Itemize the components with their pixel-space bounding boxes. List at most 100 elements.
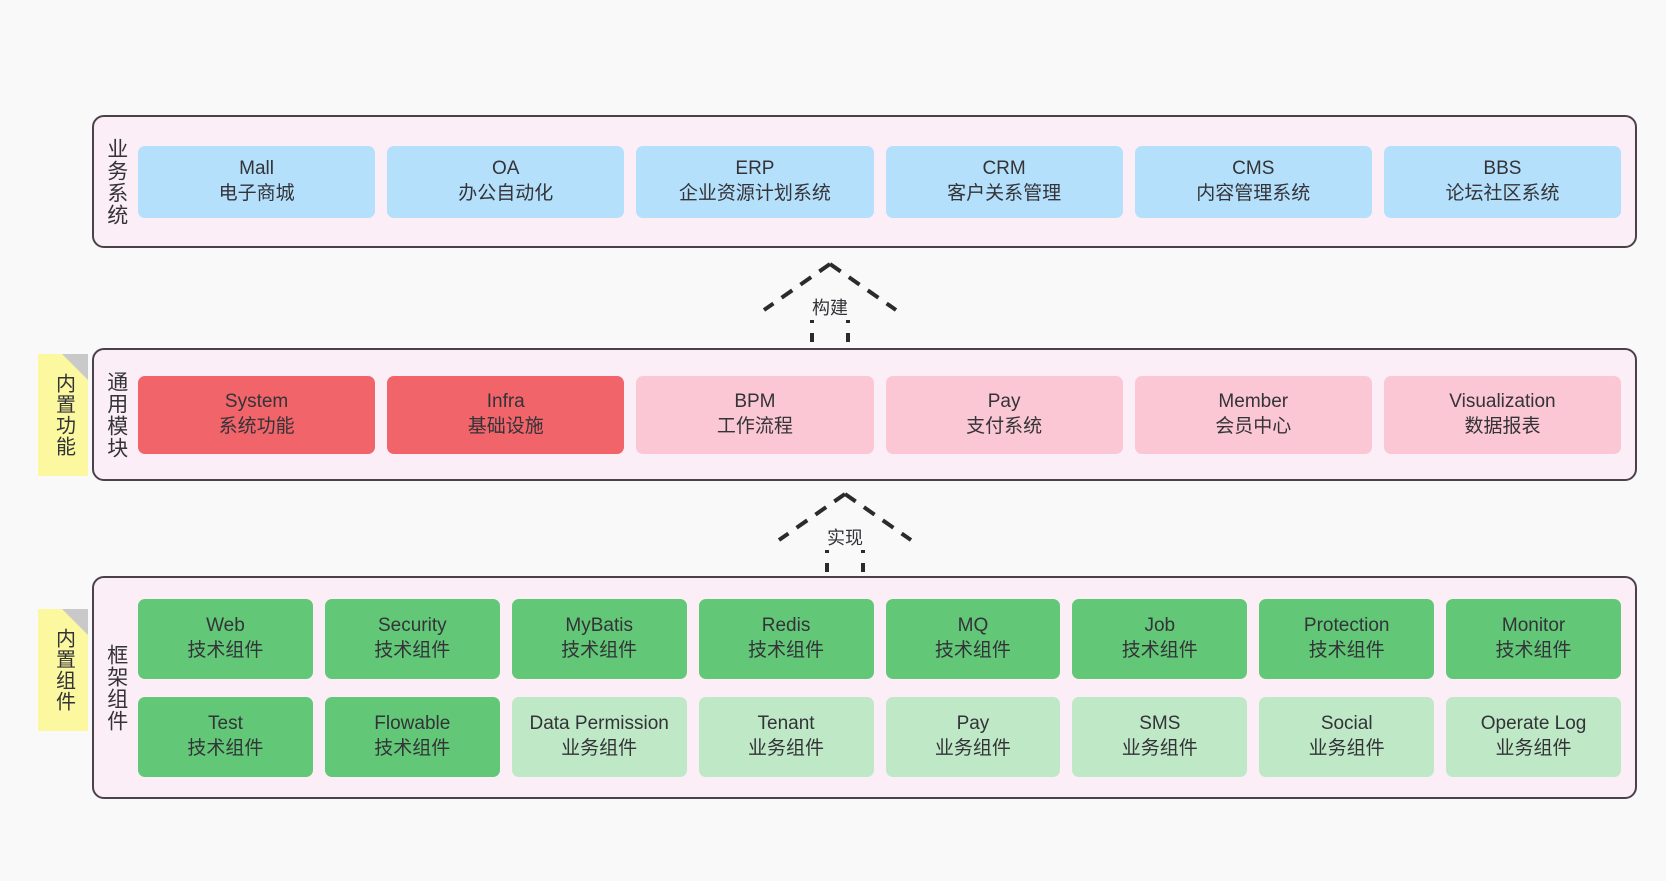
node-name: SMS [1139, 713, 1181, 735]
node-name: Pay [956, 713, 990, 735]
node-name: Test [208, 713, 243, 735]
node-erp[interactable]: ERP 企业资源计划系统 [636, 145, 874, 218]
node-name: Social [1320, 713, 1373, 735]
node-name: BBS [1483, 158, 1522, 180]
node-desc: 客户关系管理 [947, 182, 1062, 204]
node-desc: 业务组件 [1495, 737, 1572, 759]
node-infra[interactable]: Infra 基础设施 [387, 375, 625, 454]
node-name: Job [1144, 615, 1176, 637]
node-name: Protection [1303, 615, 1390, 637]
node-desc: 支付系统 [966, 415, 1043, 437]
node-name: Operate Log [1480, 713, 1587, 735]
sticky-label: 内置组件 [52, 628, 75, 712]
node-name: ERP [735, 158, 775, 180]
layer-common-modules: 通用模块 System 系统功能 Infra 基础设施 BPM 工作流程 Pay… [92, 348, 1637, 481]
node-desc: 技术组件 [748, 639, 825, 661]
node-desc: 内容管理系统 [1196, 182, 1311, 204]
node-desc: 企业资源计划系统 [678, 182, 831, 204]
node-social[interactable]: Social 业务组件 [1259, 696, 1435, 777]
arrow-implement-label: 实现 [825, 524, 865, 550]
sticky-note-builtin-features: 内置功能 [38, 354, 88, 476]
node-name: Redis [761, 615, 811, 637]
node-desc: 业务组件 [561, 737, 638, 759]
arrow-implement: 实现 [775, 492, 915, 574]
node-test[interactable]: Test 技术组件 [138, 696, 313, 777]
node-bbs[interactable]: BBS 论坛社区系统 [1383, 145, 1622, 218]
node-name: Data Permission [529, 713, 669, 735]
node-desc: 业务组件 [1308, 737, 1385, 759]
node-monitor[interactable]: Monitor 技术组件 [1446, 598, 1621, 679]
sticky-note-builtin-components: 内置组件 [38, 609, 88, 731]
node-oa[interactable]: OA 办公自动化 [387, 145, 625, 218]
arrow-build: 构建 [760, 262, 900, 344]
sticky-fold-icon [62, 609, 88, 635]
node-name: Member [1218, 391, 1289, 413]
layer-body-framework-components: Web 技术组件 Security 技术组件 MyBatis 技术组件 Redi… [138, 578, 1635, 797]
node-name: OA [492, 158, 520, 180]
node-desc: 技术组件 [187, 639, 264, 661]
node-desc: 技术组件 [374, 737, 451, 759]
node-name: Monitor [1501, 615, 1566, 637]
node-name: CRM [982, 158, 1026, 180]
node-desc: 技术组件 [1495, 639, 1572, 661]
node-desc: 技术组件 [1308, 639, 1385, 661]
node-operate-log[interactable]: Operate Log 业务组件 [1446, 696, 1621, 777]
node-name: Infra [486, 391, 525, 413]
node-tenant[interactable]: Tenant 业务组件 [698, 696, 874, 777]
layer-row: System 系统功能 Infra 基础设施 BPM 工作流程 Pay 支付系统… [138, 375, 1622, 454]
node-security[interactable]: Security 技术组件 [324, 598, 500, 679]
node-system[interactable]: System 系统功能 [138, 375, 376, 454]
node-desc: 系统功能 [218, 415, 295, 437]
layer-framework-components: 框架组件 Web 技术组件 Security 技术组件 MyBatis 技术组件… [92, 576, 1637, 799]
node-desc: 数据报表 [1464, 415, 1541, 437]
node-desc: 基础设施 [467, 415, 544, 437]
node-cms[interactable]: CMS 内容管理系统 [1134, 145, 1372, 218]
node-flowable[interactable]: Flowable 技术组件 [324, 696, 500, 777]
node-name: Pay [987, 391, 1021, 413]
node-data-permission[interactable]: Data Permission 业务组件 [511, 696, 687, 777]
node-desc: 技术组件 [1121, 639, 1198, 661]
layer-title-business-systems: 业务系统 [104, 137, 128, 226]
node-desc: 业务组件 [934, 737, 1011, 759]
node-name: Visualization [1449, 391, 1556, 413]
node-name: Tenant [757, 713, 815, 735]
node-name: MQ [957, 615, 989, 637]
sticky-fold-icon [62, 354, 88, 380]
layer-body-business-systems: Mall 电子商城 OA 办公自动化 ERP 企业资源计划系统 CRM 客户关系… [138, 117, 1635, 246]
layer-row: Web 技术组件 Security 技术组件 MyBatis 技术组件 Redi… [138, 598, 1621, 679]
node-crm[interactable]: CRM 客户关系管理 [885, 145, 1123, 218]
node-mall[interactable]: Mall 电子商城 [138, 145, 376, 218]
layer-title-common-modules: 通用模块 [104, 370, 128, 459]
node-desc: 论坛社区系统 [1445, 182, 1560, 204]
layer-business-systems: 业务系统 Mall 电子商城 OA 办公自动化 ERP 企业资源计划系统 CRM… [92, 115, 1637, 248]
node-desc: 技术组件 [561, 639, 638, 661]
layer-title-framework-components: 框架组件 [104, 643, 128, 732]
node-desc: 会员中心 [1215, 415, 1292, 437]
node-visualization[interactable]: Visualization 数据报表 [1383, 375, 1622, 454]
node-mq[interactable]: MQ 技术组件 [885, 598, 1061, 679]
arrow-build-label: 构建 [810, 294, 850, 320]
node-pay[interactable]: Pay 支付系统 [885, 375, 1123, 454]
node-name: CMS [1232, 158, 1275, 180]
node-sms[interactable]: SMS 业务组件 [1072, 696, 1248, 777]
node-job[interactable]: Job 技术组件 [1072, 598, 1248, 679]
node-desc: 技术组件 [374, 639, 451, 661]
node-name: Flowable [374, 713, 451, 735]
node-web[interactable]: Web 技术组件 [138, 598, 313, 679]
node-member[interactable]: Member 会员中心 [1134, 375, 1372, 454]
node-name: Mall [239, 158, 274, 180]
node-protection[interactable]: Protection 技术组件 [1259, 598, 1435, 679]
layer-row: Mall 电子商城 OA 办公自动化 ERP 企业资源计划系统 CRM 客户关系… [138, 145, 1622, 218]
node-desc: 办公自动化 [458, 182, 554, 204]
layer-body-common-modules: System 系统功能 Infra 基础设施 BPM 工作流程 Pay 支付系统… [138, 350, 1635, 479]
node-redis[interactable]: Redis 技术组件 [698, 598, 874, 679]
node-name: Security [377, 615, 447, 637]
node-bpm[interactable]: BPM 工作流程 [636, 375, 874, 454]
layer-row: Test 技术组件 Flowable 技术组件 Data Permission … [138, 696, 1621, 777]
node-pay-component[interactable]: Pay 业务组件 [885, 696, 1061, 777]
node-desc: 技术组件 [187, 737, 264, 759]
node-desc: 业务组件 [748, 737, 825, 759]
node-name: BPM [734, 391, 776, 413]
node-mybatis[interactable]: MyBatis 技术组件 [511, 598, 687, 679]
